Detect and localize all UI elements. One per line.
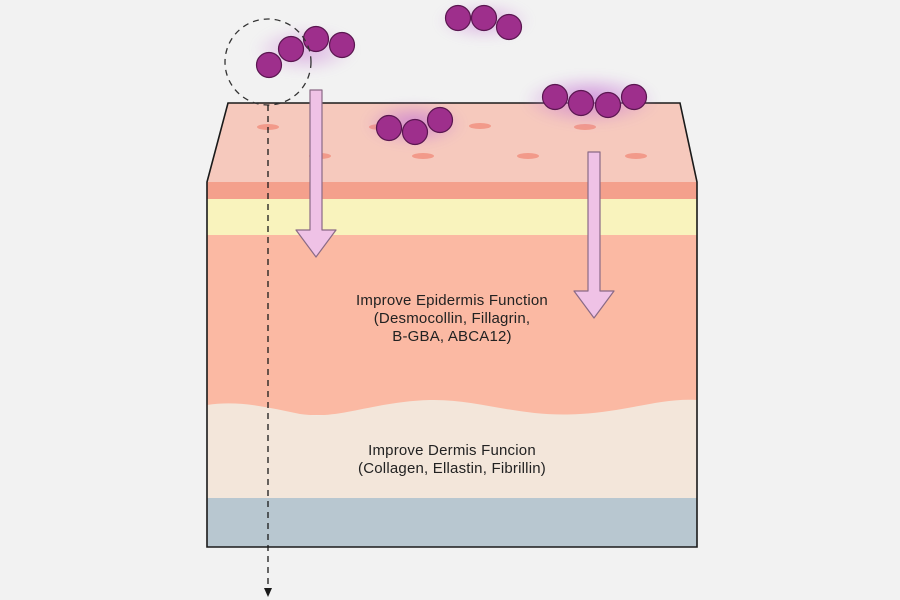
skin-block-outline <box>206 102 698 548</box>
yellow-band <box>207 199 697 235</box>
molecule-chain-icon <box>253 25 357 79</box>
subcutis-layer <box>207 498 697 547</box>
cell-mark <box>412 153 434 159</box>
dermis-label-line1: Improve Dermis Funcion <box>368 442 536 459</box>
epidermis-label-line3: B-GBA, ABCA12) <box>392 328 512 345</box>
cell-mark <box>517 153 539 159</box>
arrow-down-icon <box>295 89 337 258</box>
cell-mark <box>469 123 491 129</box>
cell-mark <box>625 153 647 159</box>
molecule-chain-icon <box>436 1 532 41</box>
stratum-band <box>207 182 697 199</box>
epidermis-label-line1: Improve Epidermis Function <box>356 292 548 309</box>
dermis-label: Improve Dermis Funcion (Collagen, Ellast… <box>207 442 697 478</box>
dashed-arrow-icon <box>264 105 272 597</box>
molecule-chain-icon <box>364 102 464 146</box>
epidermis-label-line2: (Desmocollin, Fillagrin, <box>373 310 531 327</box>
epidermis-label: Improve Epidermis Function (Desmocollin,… <box>207 292 697 346</box>
molecule-chain-icon <box>522 74 658 126</box>
dermis-label-line2: (Collagen, Ellastin, Fibrillin) <box>358 460 546 477</box>
dermis-layer <box>207 399 697 498</box>
epidermis-layer <box>207 235 697 415</box>
arrow-down-icon <box>573 151 615 319</box>
